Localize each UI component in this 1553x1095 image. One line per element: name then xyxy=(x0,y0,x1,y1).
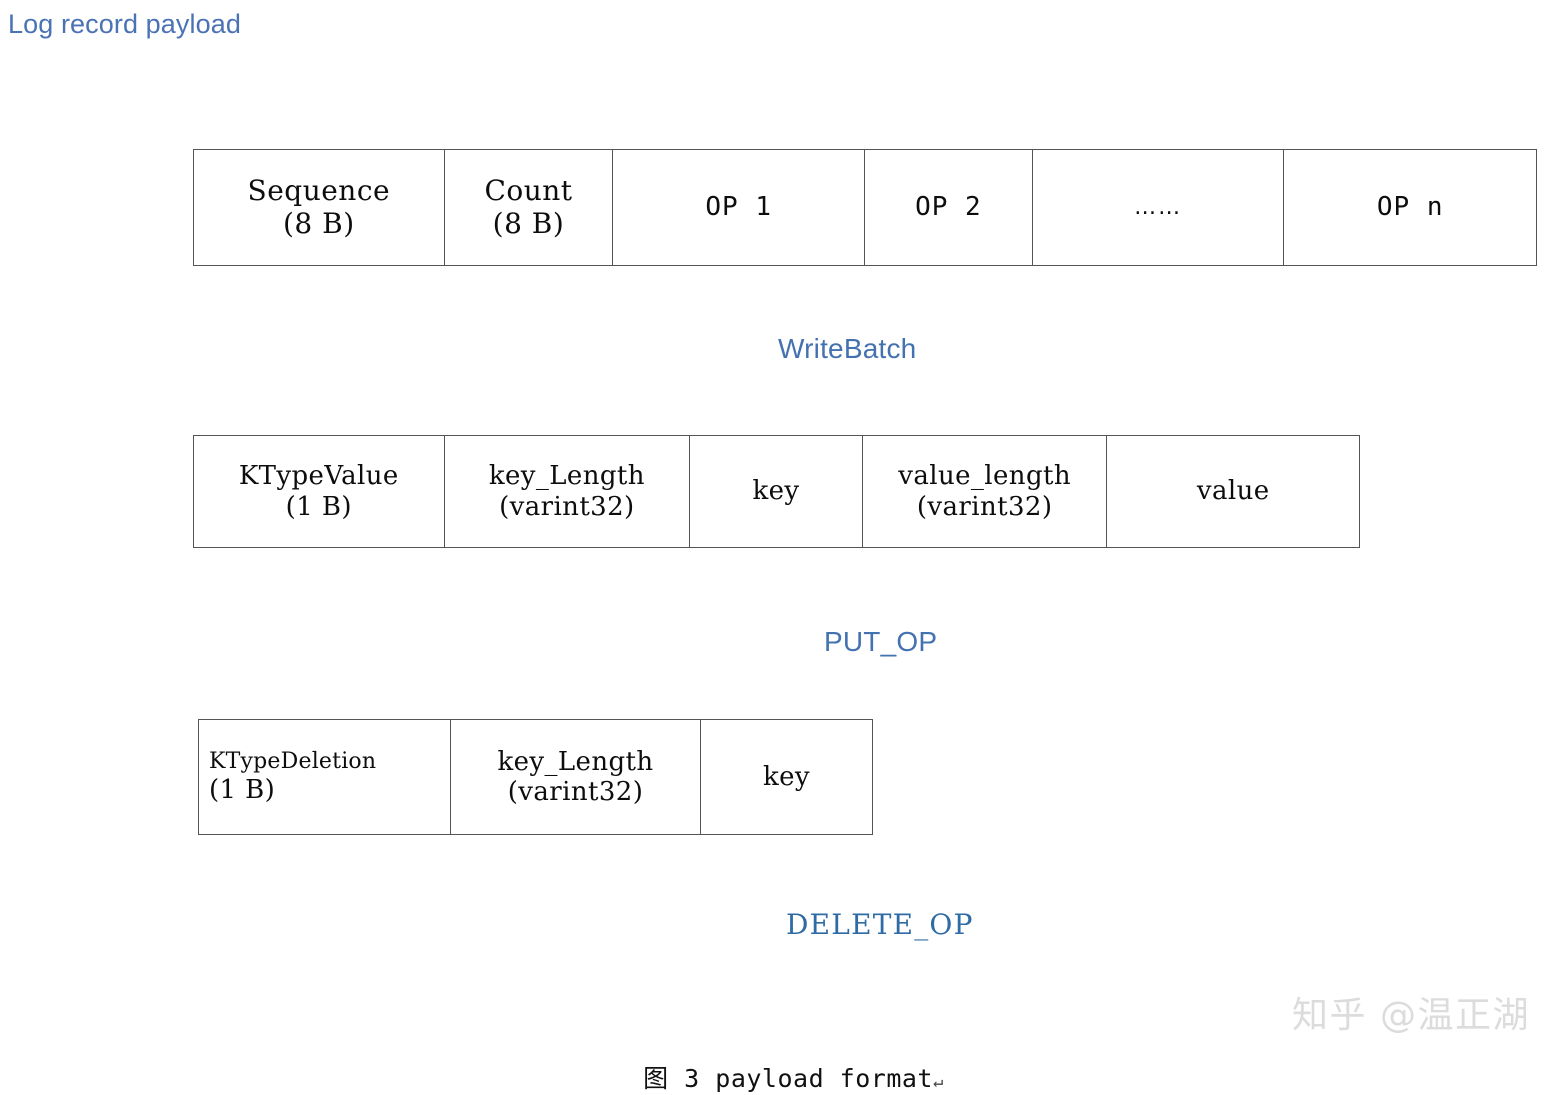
cell-op-2: OP 2 xyxy=(865,150,1033,265)
label-delete-op: DELETE_OP xyxy=(786,908,974,941)
figure-caption-text: 图 3 payload format xyxy=(643,1064,933,1093)
cell-key-length: key_Length (varint32) xyxy=(445,436,691,547)
cell-ktypedeletion-line2: (1 B) xyxy=(209,774,276,805)
cell-ktypevalue-line1: KTypeValue xyxy=(238,461,399,492)
label-put-op: PUT_OP xyxy=(824,626,938,657)
figure-caption: 图 3 payload format↵ xyxy=(612,1030,944,1095)
cell-op-1: OP 1 xyxy=(613,150,865,265)
cell-key-label: key xyxy=(752,476,800,507)
cell-op-ellipsis: …… xyxy=(1033,150,1285,265)
cell-del-key-length-line2: (varint32) xyxy=(507,777,644,807)
watermark: 知乎 @温正湖 xyxy=(1292,995,1530,1036)
label-writebatch: WriteBatch xyxy=(778,333,917,364)
cell-op-n-label: OP n xyxy=(1376,192,1444,223)
cell-ktypevalue-line2: (1 B) xyxy=(285,491,352,522)
cell-sequence: Sequence (8 B) xyxy=(194,150,445,265)
cell-ktypedeletion: KTypeDeletion (1 B) xyxy=(199,720,451,834)
cell-value-length-line1: value_length xyxy=(898,461,1071,492)
cell-sequence-line2: (8 B) xyxy=(282,206,355,240)
cell-count-line1: Count xyxy=(484,173,573,207)
cell-key-length-line1: key_Length xyxy=(488,461,645,492)
cell-ktypevalue: KTypeValue (1 B) xyxy=(194,436,445,547)
cell-del-key-length-line1: key_Length xyxy=(497,746,654,777)
cell-del-key: key xyxy=(701,720,872,834)
cell-op-1-label: OP 1 xyxy=(705,192,772,223)
cell-sequence-line1: Sequence xyxy=(247,173,391,207)
put-op-table: KTypeValue (1 B) key_Length (varint32) k… xyxy=(193,435,1360,548)
cell-value: value xyxy=(1107,436,1359,547)
cell-op-n: OP n xyxy=(1284,150,1536,265)
cell-value-label: value xyxy=(1196,476,1270,507)
ellipsis-icon: …… xyxy=(1134,194,1183,220)
cell-value-length: value_length (varint32) xyxy=(863,436,1108,547)
cell-value-length-line2: (varint32) xyxy=(916,491,1053,522)
cell-key-length-line2: (varint32) xyxy=(499,491,635,522)
cell-count: Count (8 B) xyxy=(445,150,614,265)
delete-op-table: KTypeDeletion (1 B) key_Length (varint32… xyxy=(198,719,873,835)
cell-del-key-length: key_Length (varint32) xyxy=(451,720,701,834)
cell-key: key xyxy=(690,436,863,547)
page-title: Log record payload xyxy=(8,9,241,39)
paragraph-mark-icon: ↵ xyxy=(932,1072,944,1092)
cell-op-2-label: OP 2 xyxy=(915,192,982,223)
cell-count-line2: (8 B) xyxy=(492,206,565,240)
cell-ktypedeletion-line1: KTypeDeletion xyxy=(209,748,377,774)
cell-del-key-label: key xyxy=(762,761,811,792)
log-record-payload-table: Sequence (8 B) Count (8 B) OP 1 OP 2 …… … xyxy=(193,149,1537,266)
